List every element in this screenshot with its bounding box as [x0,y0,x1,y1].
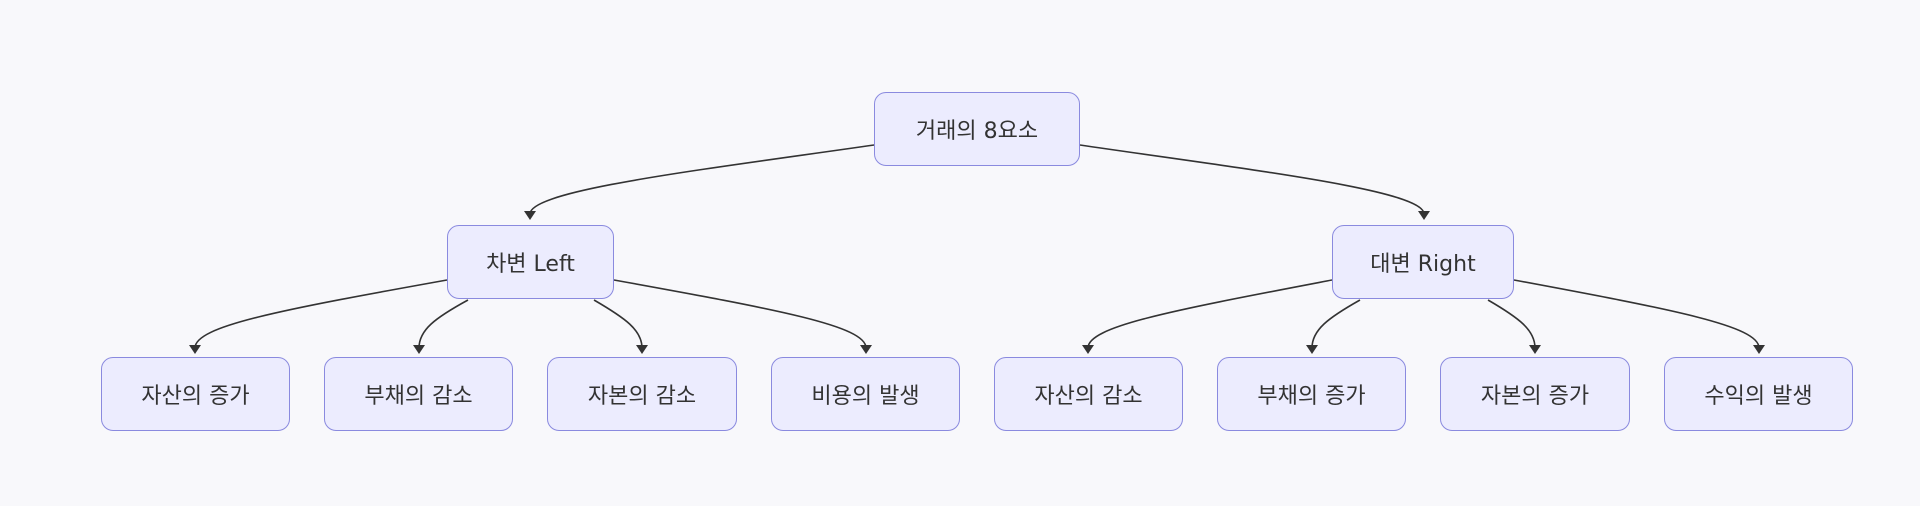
right-node-label: 대변 Right [1370,252,1476,277]
right-child-node: 자본의 증가 [1440,357,1630,431]
left-node: 차변 Left [447,225,614,299]
arrow-right-child-1 [1082,345,1094,354]
left-child-node: 자본의 감소 [547,357,737,431]
right-child-label: 자본의 증가 [1480,384,1590,409]
arrow-root-left [524,211,536,220]
arrow-left-child-1 [189,345,201,354]
arrow-left-child-2 [413,345,425,354]
right-child-node: 수익의 발생 [1664,357,1853,431]
left-child-label: 자본의 감소 [587,384,697,409]
arrow-right-child-3 [1529,345,1541,354]
arrow-right-child-2 [1306,345,1318,354]
left-child-label: 비용의 발생 [811,384,920,409]
left-child-node: 자산의 증가 [101,357,290,431]
edge-left-child-1 [194,279,448,349]
right-child-label: 수익의 발생 [1704,384,1813,409]
right-child-label: 부채의 증가 [1257,384,1366,409]
left-child-node: 비용의 발생 [771,357,960,431]
right-node: 대변 Right [1332,225,1514,299]
arrow-left-child-4 [860,345,872,354]
edge-right-child-1 [1087,279,1333,349]
right-child-node: 부채의 증가 [1217,357,1406,431]
edge-right-child-2 [1311,299,1361,349]
right-child-node: 자산의 감소 [994,357,1183,431]
edge-left-child-2 [418,299,469,349]
arrow-left-child-3 [636,345,648,354]
edge-left-child-4 [613,279,867,349]
edge-root-right [1079,144,1425,215]
left-node-label: 차변 Left [486,252,575,277]
left-child-label: 자산의 증가 [141,384,250,409]
arrow-root-right [1418,211,1430,220]
left-child-node: 부채의 감소 [324,357,513,431]
root-node: 거래의 8요소 [874,92,1080,166]
edge-root-left [529,144,875,215]
left-child-label: 부채의 감소 [364,384,473,409]
edge-left-child-3 [593,299,643,349]
arrow-right-child-4 [1753,345,1765,354]
edge-right-child-4 [1513,279,1760,349]
edge-right-child-3 [1487,299,1536,349]
root-node-label: 거래의 8요소 [915,119,1039,144]
right-child-label: 자산의 감소 [1034,384,1143,409]
